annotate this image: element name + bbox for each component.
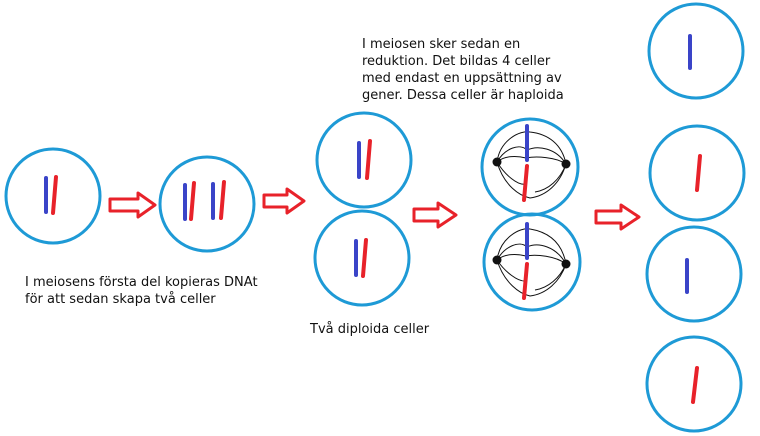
cell-membrane <box>645 335 743 433</box>
spindle-fibers <box>496 131 567 199</box>
cell-membrane <box>158 155 256 253</box>
cell-membrane <box>313 209 411 307</box>
cell-membrane <box>648 124 746 222</box>
centrosome <box>492 255 502 265</box>
cell-membrane <box>647 2 745 100</box>
centrosome <box>561 259 571 269</box>
chromosome-red <box>691 366 699 404</box>
dna-copy-caption: I meiosens första del kopieras DNAt för … <box>25 275 258 307</box>
spindle-fibers <box>496 228 567 297</box>
chromosome-red <box>219 180 226 220</box>
cell-membrane <box>645 225 743 323</box>
haploid-cell-2 <box>648 124 746 222</box>
cell-membrane <box>482 212 582 312</box>
cell-membrane <box>315 111 413 209</box>
arrow-2 <box>262 187 306 215</box>
centrosome <box>492 157 502 167</box>
chromosome-red <box>361 238 368 278</box>
arrow-3 <box>412 201 458 229</box>
chromosome-red <box>189 181 196 221</box>
cell-membrane <box>4 147 102 245</box>
chromosome-red <box>522 164 529 202</box>
chromosome-red <box>522 262 529 300</box>
dividing-cell-top <box>480 117 580 217</box>
diploid-cell-bottom <box>313 209 411 307</box>
chromosome-red <box>365 139 372 180</box>
duplicated-cell <box>158 155 256 253</box>
dividing-cell-bottom <box>482 212 582 312</box>
reduction-caption: I meiosen sker sedan en reduktion. Det b… <box>362 37 564 103</box>
diploid-caption: Två diploida celler <box>310 322 430 337</box>
centrosome <box>561 159 571 169</box>
chromosome-red <box>51 175 58 215</box>
arrow-4 <box>594 203 641 231</box>
haploid-cell-1 <box>647 2 745 100</box>
diploid-cell-top <box>315 111 413 209</box>
haploid-cell-3 <box>645 225 743 323</box>
arrow-1 <box>108 191 157 219</box>
original-cell <box>4 147 102 245</box>
haploid-cell-4 <box>645 335 743 433</box>
chromosome-red <box>695 154 702 192</box>
